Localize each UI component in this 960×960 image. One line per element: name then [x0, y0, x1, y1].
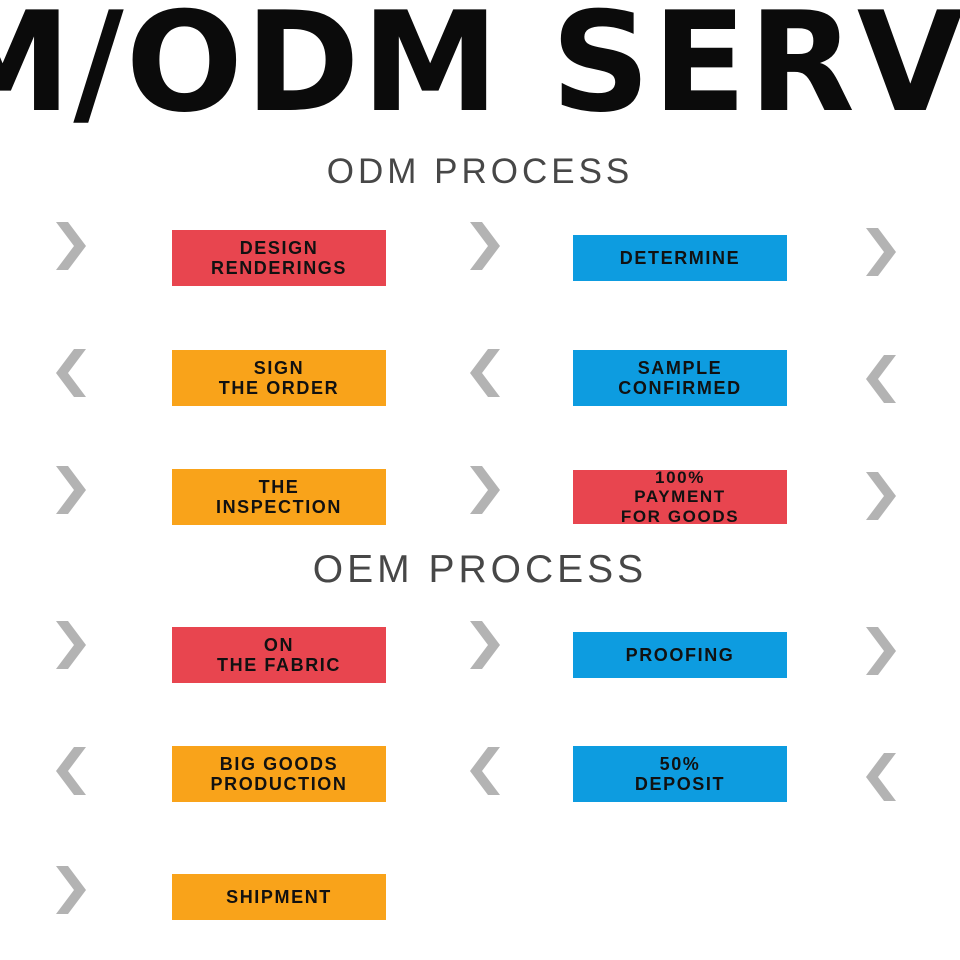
chevron-right-icon	[858, 224, 904, 280]
process-step-label: DETERMINE	[619, 247, 741, 268]
process-step-label: BIG GOODS PRODUCTION	[210, 753, 348, 794]
process-step-box: 50% DEPOSIT	[573, 746, 787, 802]
chevron-right-icon	[462, 462, 508, 518]
chevron-left-icon	[462, 345, 508, 401]
process-step-label: SIGN THE ORDER	[218, 357, 340, 398]
page-title: EM/ODM SERVIC	[0, 0, 960, 140]
chevron-left-icon	[462, 743, 508, 799]
process-row: DESIGN RENDERINGS DETERMINE	[0, 213, 960, 303]
chevron-right-icon	[48, 617, 94, 673]
process-step-label: SAMPLE CONFIRMED	[618, 357, 742, 398]
process-step-box: SIGN THE ORDER	[172, 350, 386, 406]
chevron-right-icon	[48, 462, 94, 518]
process-step-label: DESIGN RENDERINGS	[210, 237, 347, 278]
section-header-oem: OEM PROCESS	[312, 548, 648, 591]
section-header-odm: ODM PROCESS	[326, 152, 634, 191]
process-step-label: PROOFING	[625, 644, 735, 665]
process-step-box: ON THE FABRIC	[172, 627, 386, 683]
process-step-label: ON THE FABRIC	[217, 634, 341, 675]
process-row: ON THE FABRIC PROOFING	[0, 610, 960, 700]
process-row: SHIPMENT	[0, 852, 960, 942]
process-row: THE INSPECTION 100% PAYMENT FOR GOODS	[0, 452, 960, 542]
chevron-left-icon	[858, 749, 904, 805]
chevron-right-icon	[462, 617, 508, 673]
process-step-box: SHIPMENT	[172, 874, 386, 920]
process-step-box: DESIGN RENDERINGS	[172, 230, 386, 286]
process-step-box: DETERMINE	[573, 235, 787, 281]
chevron-right-icon	[48, 218, 94, 274]
process-step-box: PROOFING	[573, 632, 787, 678]
chevron-left-icon	[48, 345, 94, 401]
process-step-box: THE INSPECTION	[172, 469, 386, 525]
process-row: SIGN THE ORDER SAMPLE CONFIRMED	[0, 333, 960, 423]
chevron-right-icon	[48, 862, 94, 918]
process-step-label: THE INSPECTION	[215, 476, 342, 517]
chevron-right-icon	[462, 218, 508, 274]
chevron-right-icon	[858, 623, 904, 679]
process-step-box: SAMPLE CONFIRMED	[573, 350, 787, 406]
process-row: BIG GOODS PRODUCTION 50% DEPOSIT	[0, 729, 960, 819]
process-step-box: BIG GOODS PRODUCTION	[172, 746, 386, 802]
chevron-left-icon	[858, 351, 904, 407]
chevron-right-icon	[858, 468, 904, 524]
process-step-box: 100% PAYMENT FOR GOODS	[573, 468, 787, 526]
process-step-label: SHIPMENT	[226, 886, 332, 907]
banner: EM/ODM SERVIC	[0, 0, 960, 140]
process-step-label: 50% DEPOSIT	[634, 753, 726, 794]
chevron-left-icon	[48, 743, 94, 799]
process-step-label: 100% PAYMENT FOR GOODS	[620, 468, 740, 526]
